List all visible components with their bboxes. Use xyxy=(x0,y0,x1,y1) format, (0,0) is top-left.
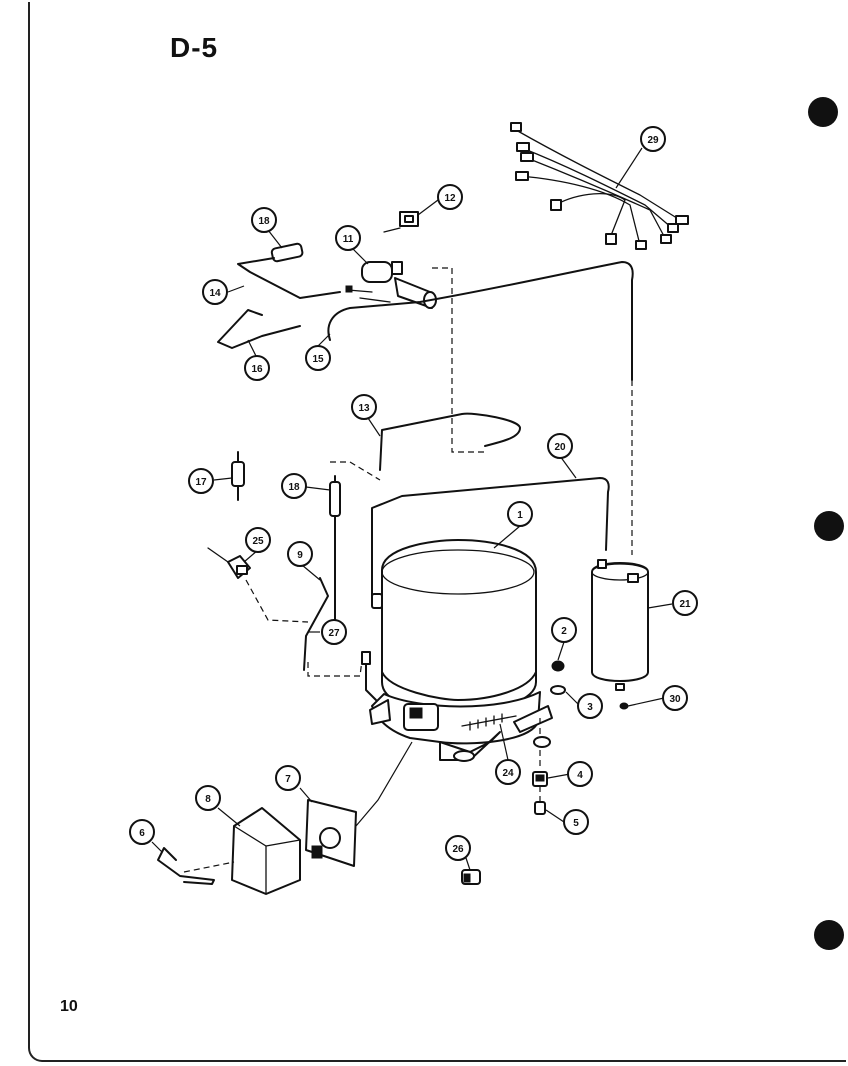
dashed-guide xyxy=(432,267,488,453)
svg-text:24: 24 xyxy=(502,768,514,779)
svg-text:5: 5 xyxy=(573,818,579,829)
callout-5: 5 xyxy=(563,809,589,835)
page-number: 10 xyxy=(60,998,78,1015)
svg-text:2: 2 xyxy=(561,626,567,637)
svg-text:6: 6 xyxy=(139,828,145,839)
process-tube xyxy=(303,577,329,671)
svg-text:18: 18 xyxy=(258,216,270,227)
dashed-guide xyxy=(307,659,363,677)
callout-4: 4 xyxy=(567,761,593,787)
dashed-guide xyxy=(245,579,309,623)
callout-6: 6 xyxy=(129,819,155,845)
callout-25: 25 xyxy=(245,527,271,553)
punch-hole xyxy=(814,920,844,950)
dashed-guide xyxy=(183,861,235,873)
callout-11: 11 xyxy=(335,225,361,251)
wire-harness xyxy=(510,122,689,250)
svg-text:25: 25 xyxy=(252,536,264,547)
callout-7: 7 xyxy=(275,765,301,791)
svg-text:20: 20 xyxy=(554,442,566,453)
svg-text:21: 21 xyxy=(679,599,691,610)
overload-protector xyxy=(207,547,251,579)
punch-hole xyxy=(808,97,838,127)
dashed-guide xyxy=(330,461,381,481)
thermostat-switch xyxy=(383,199,439,233)
svg-text:14: 14 xyxy=(209,288,221,299)
svg-text:13: 13 xyxy=(358,403,370,414)
bent-tube xyxy=(217,309,301,349)
svg-text:11: 11 xyxy=(343,234,354,245)
callout-21: 21 xyxy=(672,590,698,616)
svg-text:9: 9 xyxy=(297,550,303,561)
punch-hole xyxy=(814,511,844,541)
access-valve xyxy=(231,451,245,501)
solenoid-valve xyxy=(345,247,437,309)
callout-30: 30 xyxy=(662,685,688,711)
discharge-tube xyxy=(327,261,634,381)
compressor xyxy=(361,539,553,762)
callout-3: 3 xyxy=(577,693,603,719)
discharge-line xyxy=(371,477,610,599)
callout-1: 1 xyxy=(507,501,533,527)
drier-filter-upper xyxy=(237,229,341,299)
callout-15: 15 xyxy=(305,345,331,371)
page-border xyxy=(28,2,846,1062)
callout-18-upper: 18 xyxy=(251,207,277,233)
callout-17: 17 xyxy=(188,468,214,494)
svg-text:29: 29 xyxy=(647,135,659,146)
callout-12: 12 xyxy=(437,184,463,210)
callout-2: 2 xyxy=(551,617,577,643)
callout-13: 13 xyxy=(351,394,377,420)
receiver-tank xyxy=(591,559,649,710)
leader-lines xyxy=(151,147,673,871)
svg-text:27: 27 xyxy=(328,628,340,639)
svg-text:30: 30 xyxy=(669,694,681,705)
svg-text:4: 4 xyxy=(577,770,583,781)
callout-16: 16 xyxy=(244,355,270,381)
mounting-bolt xyxy=(532,771,548,815)
terminal-cover xyxy=(231,807,301,895)
svg-text:3: 3 xyxy=(587,702,593,713)
suction-tube xyxy=(379,412,521,471)
callout-24: 24 xyxy=(495,759,521,785)
svg-text:12: 12 xyxy=(444,193,456,204)
svg-text:26: 26 xyxy=(452,844,464,855)
svg-text:15: 15 xyxy=(312,354,324,365)
callout-26: 26 xyxy=(445,835,471,861)
terminal-plate xyxy=(305,741,413,867)
callout-8: 8 xyxy=(195,785,221,811)
svg-text:8: 8 xyxy=(205,794,211,805)
spring-clip xyxy=(157,847,215,885)
callout-27: 27 xyxy=(321,619,347,645)
svg-text:17: 17 xyxy=(195,477,207,488)
svg-text:1: 1 xyxy=(517,510,523,521)
svg-text:16: 16 xyxy=(251,364,263,375)
cap xyxy=(461,869,481,885)
svg-text:7: 7 xyxy=(285,774,291,785)
callout-20: 20 xyxy=(547,433,573,459)
callout-18-lower: 18 xyxy=(281,473,307,499)
callout-29: 29 xyxy=(640,126,666,152)
page-title: D-5 xyxy=(170,32,219,63)
drier-filter-lower xyxy=(329,475,341,621)
callout-9: 9 xyxy=(287,541,313,567)
svg-text:18: 18 xyxy=(288,482,300,493)
grommet xyxy=(533,660,566,770)
callout-14: 14 xyxy=(202,279,228,305)
